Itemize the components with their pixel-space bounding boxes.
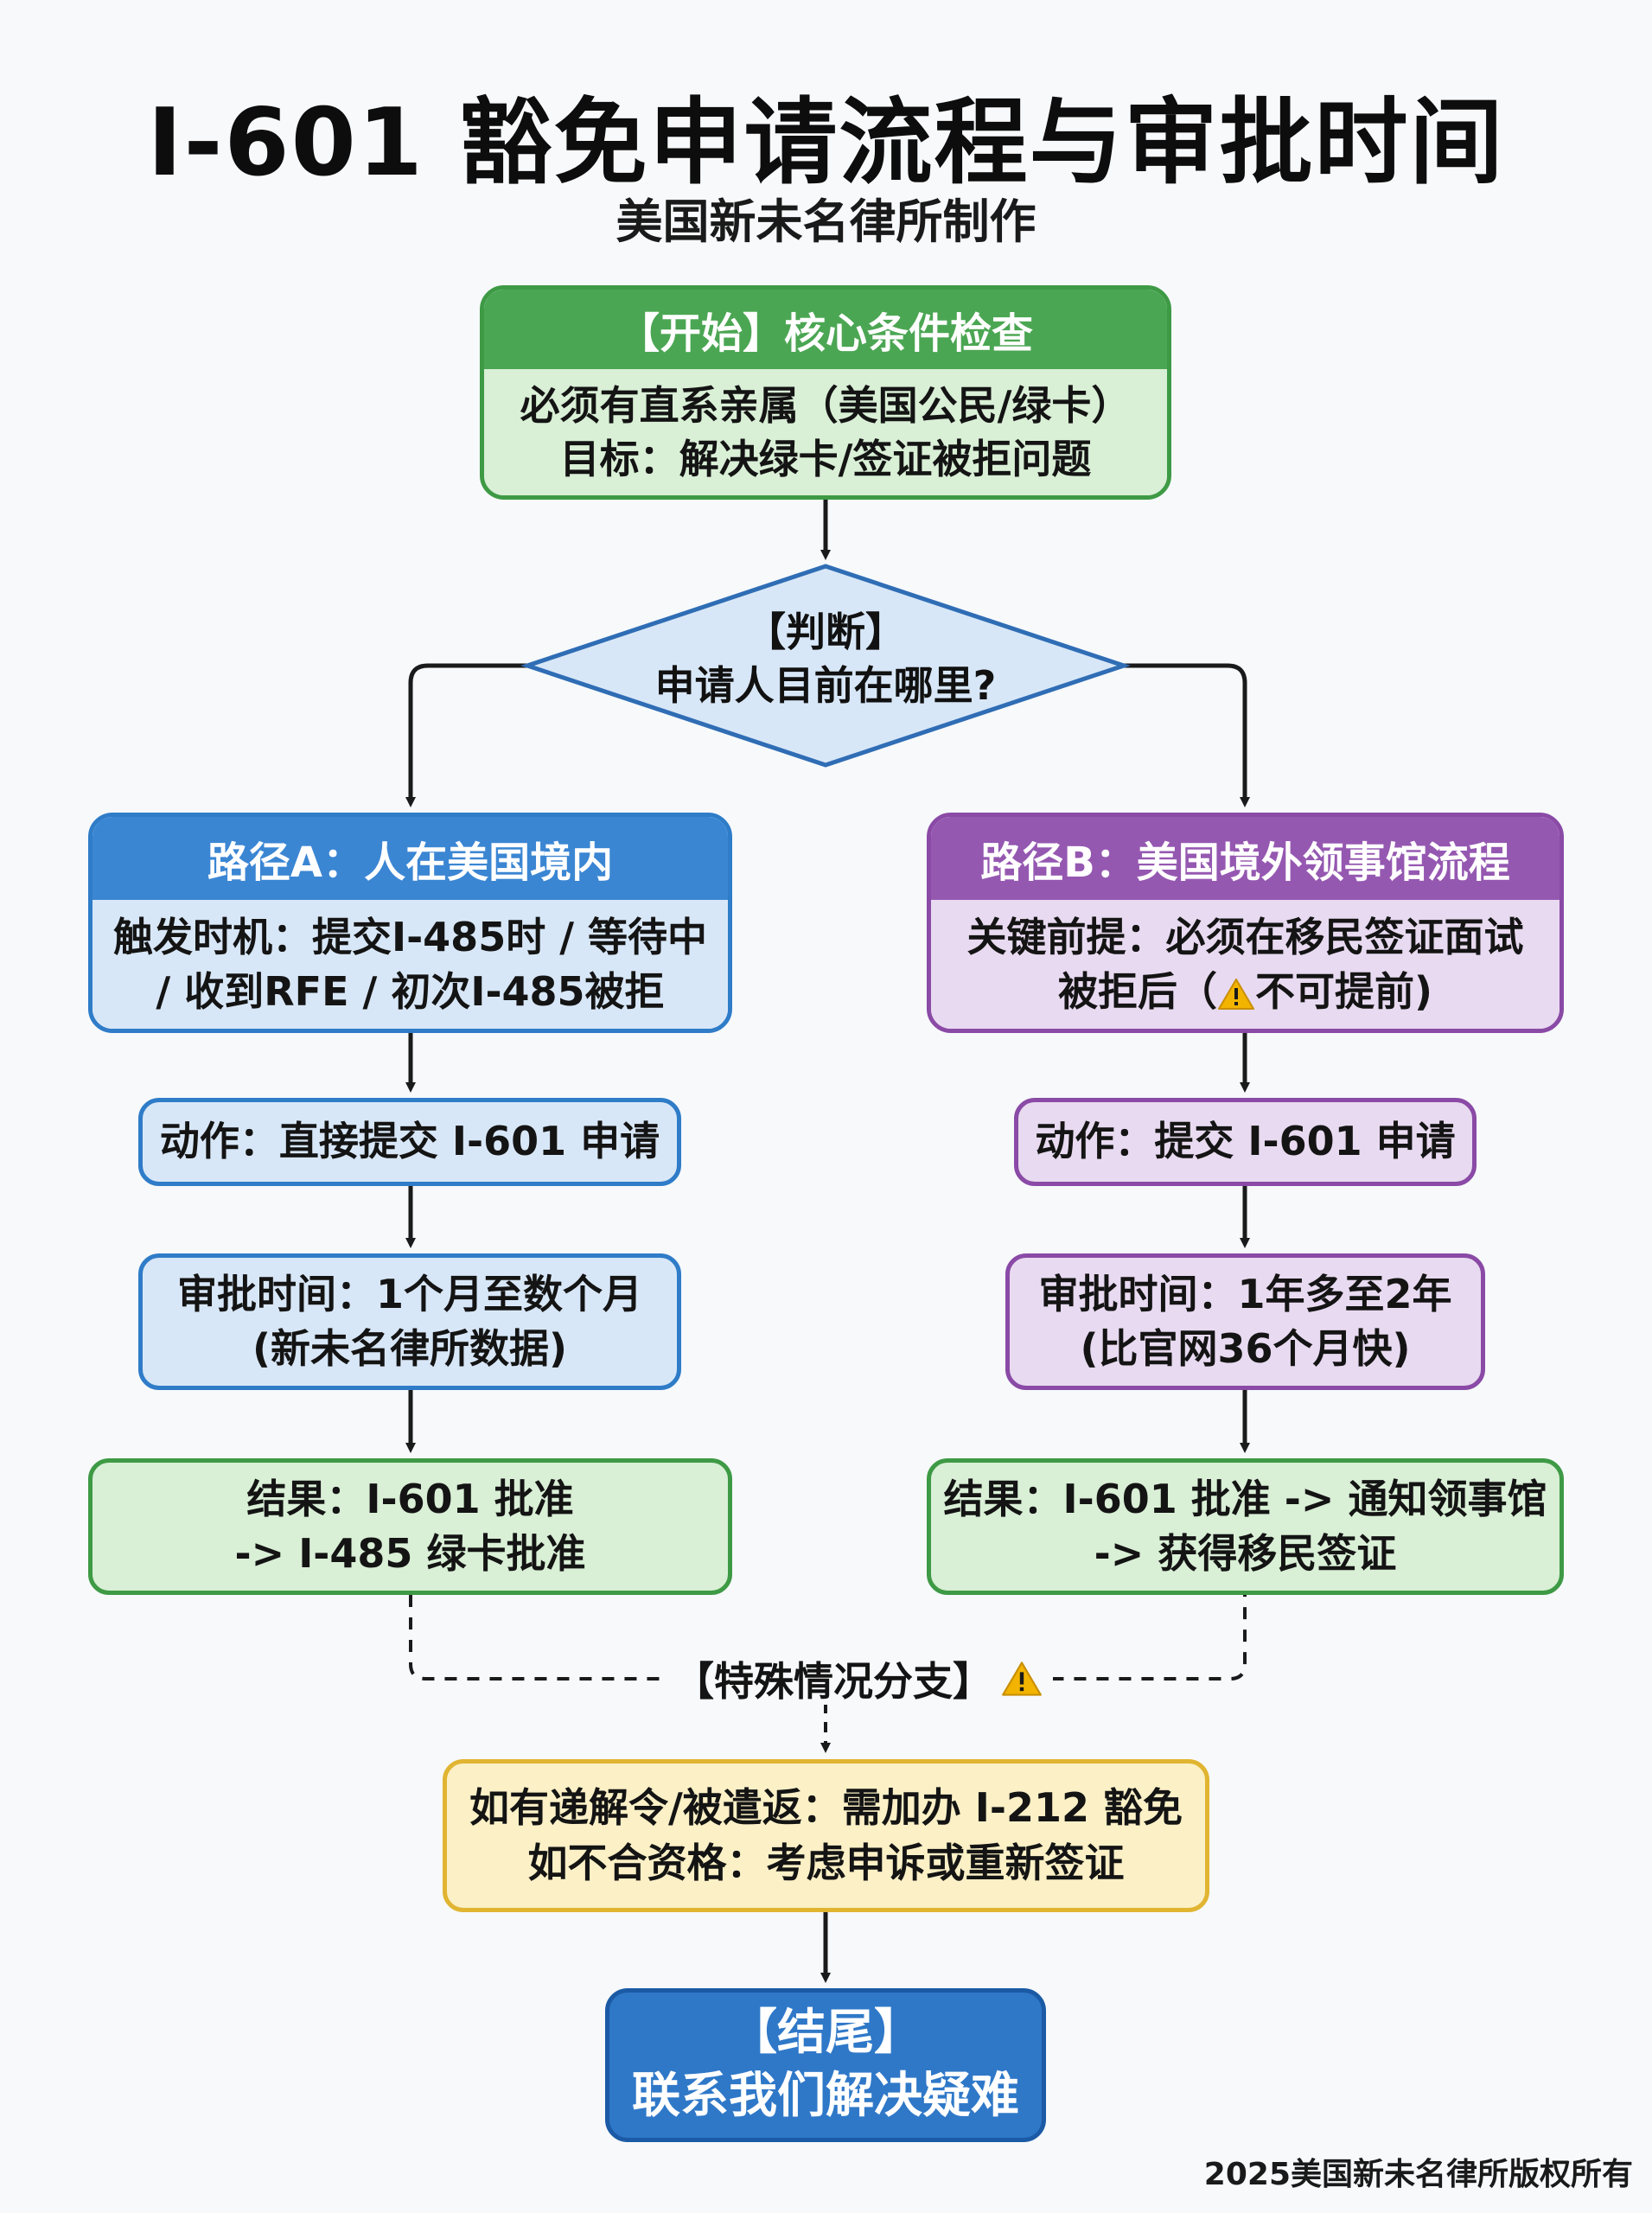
path-b-line-1: 关键前提：必须在移民签证面试	[966, 914, 1524, 961]
path-b-time: 审批时间：1年多至2年 (比官网36个月快)	[1005, 1253, 1485, 1390]
start-line-2: 目标：解决绿卡/签证被拒问题	[559, 436, 1092, 482]
decision-line-2: 申请人目前在哪里?	[654, 662, 997, 710]
path-a-time-line-1: 审批时间：1个月至数个月	[176, 1270, 642, 1317]
path-a-action-text: 动作：直接提交 I-601 申请	[159, 1118, 660, 1165]
path-b-line-2: 被拒后（ 不可提前)	[1058, 965, 1432, 1018]
path-a-line-1: 触发时机：提交I-485时 / 等待中	[112, 914, 708, 961]
path-b-result-line-1: 结果：I-601 批准 -> 通知领事馆	[943, 1475, 1547, 1522]
path-b-line-2-pre: 被拒后（	[1057, 967, 1217, 1015]
end-line-2: 联系我们解决疑难	[632, 2068, 1019, 2124]
path-b-result-line-2: -> 获得移民签证	[1094, 1530, 1397, 1577]
decision-line-1: 【判断】	[746, 609, 905, 655]
start-card-body: 必须有直系亲属（美国公民/绿卡） 目标：解决绿卡/签证被拒问题	[484, 369, 1167, 495]
special-line-1: 如有递解令/被遣返：需加办 I-212 豁免	[469, 1784, 1183, 1832]
path-a-time-line-2: (新未名律所数据)	[252, 1325, 568, 1372]
path-b-time-line-1: 审批时间：1年多至2年	[1038, 1270, 1452, 1317]
path-b-result: 结果：I-601 批准 -> 通知领事馆 -> 获得移民签证	[927, 1458, 1564, 1595]
path-a-header: 路径A：人在美国境内	[92, 817, 728, 900]
path-b-line-2-post: 不可提前)	[1254, 967, 1433, 1015]
path-a-card: 路径A：人在美国境内 触发时机：提交I-485时 / 等待中 / 收到RFE /…	[88, 813, 732, 1033]
end-line-1: 【结尾】	[729, 2005, 922, 2062]
special-line-2: 如不合资格：考虑申诉或重新签证	[527, 1839, 1125, 1886]
path-a-result-line-1: 结果：I-601 批准	[246, 1475, 574, 1522]
page-title: I-601 豁免申请流程与审批时间	[147, 89, 1505, 197]
path-b-action-text: 动作：提交 I-601 申请	[1035, 1118, 1456, 1165]
decision-text: 【判断】 申请人目前在哪里?	[588, 605, 1063, 712]
path-b-time-line-2: (比官网36个月快)	[1080, 1325, 1411, 1372]
special-case-box: 如有递解令/被遣返：需加办 I-212 豁免 如不合资格：考虑申诉或重新签证	[443, 1759, 1209, 1912]
start-card-header: 【开始】核心条件检查	[484, 290, 1167, 369]
end-box[interactable]: 【结尾】 联系我们解决疑难	[605, 1988, 1046, 2142]
path-a-action: 动作：直接提交 I-601 申请	[138, 1098, 681, 1186]
start-card: 【开始】核心条件检查 必须有直系亲属（美国公民/绿卡） 目标：解决绿卡/签证被拒…	[480, 285, 1171, 500]
special-branch-text: 【特殊情况分支】	[674, 1658, 992, 1705]
page-subtitle: 美国新未名律所制作	[616, 195, 1036, 249]
path-b-header: 路径B：美国境外领事馆流程	[931, 817, 1560, 900]
path-a-time: 审批时间：1个月至数个月 (新未名律所数据)	[138, 1253, 681, 1390]
special-branch-label: 【特殊情况分支】	[664, 1653, 1053, 1705]
path-b-card: 路径B：美国境外领事馆流程 关键前提：必须在移民签证面试 被拒后（ 不可提前)	[927, 813, 1564, 1033]
arrow-decision-to-path-b	[1124, 663, 1250, 807]
path-a-result: 结果：I-601 批准 -> I-485 绿卡批准	[88, 1458, 732, 1595]
path-b-body: 关键前提：必须在移民签证面试 被拒后（ 不可提前)	[931, 900, 1560, 1029]
path-a-body: 触发时机：提交I-485时 / 等待中 / 收到RFE / 初次I-485被拒	[92, 900, 728, 1029]
path-b-action: 动作：提交 I-601 申请	[1014, 1098, 1477, 1186]
decision-diamond	[520, 564, 1131, 768]
warning-icon	[1217, 979, 1254, 1010]
copyright-text: 2025美国新未名律所版权所有	[1203, 2157, 1633, 2192]
arrow-decision-to-path-a	[405, 663, 527, 807]
path-a-result-line-2: -> I-485 绿卡批准	[234, 1530, 586, 1577]
path-a-line-2: / 收到RFE / 初次I-485被拒	[156, 967, 665, 1015]
start-line-1: 必须有直系亲属（美国公民/绿卡）	[520, 381, 1132, 429]
warning-icon	[1002, 1661, 1042, 1696]
